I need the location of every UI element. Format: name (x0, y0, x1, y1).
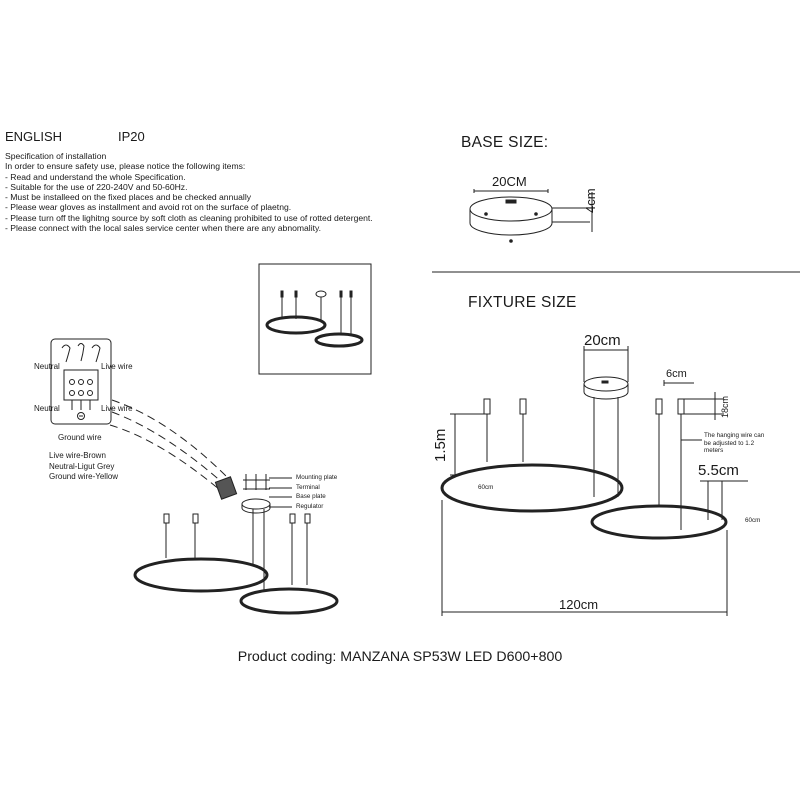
product-coding: Product coding: MANZANA SP53W LED D600+8… (237, 649, 563, 665)
base-size-heading: BASE SIZE: (461, 134, 549, 151)
spec-line: - Please connect with the local sales se… (5, 223, 322, 234)
spec-line: Specification of installation (5, 151, 107, 161)
base-height-label: 4cm (583, 188, 598, 213)
terminal-label: Terminal (296, 484, 320, 491)
neutral-label-top: Neutral (34, 362, 60, 371)
wiring-box (50, 338, 229, 491)
live-label-mid: Live wire (101, 404, 133, 413)
spec-line: - Please wear gloves as installment and … (5, 202, 292, 213)
ip-rating: IP20 (118, 129, 145, 144)
ground-label: Ground wire (58, 433, 102, 442)
regulator-label: Regulator (296, 503, 324, 510)
ring-label-right: 60cm (745, 517, 761, 524)
spec-line: - Read and understand the whole Specific… (5, 171, 186, 182)
language-label: ENGLISH (5, 129, 63, 144)
hanging-wire-note: The hanging wire can be adjusted to 1.2 … (704, 432, 765, 454)
ring-thickness-label: 5.5cm (698, 462, 739, 479)
neutral-label-mid: Neutral (34, 404, 60, 413)
spec-line: - Must be installeed on the fixed places… (5, 192, 252, 203)
canopy-width-label: 20cm (584, 332, 621, 349)
spec-line: In order to ensure safety use, please no… (5, 161, 246, 172)
fixture-drawing (440, 346, 748, 616)
ring-label-left: 60cm (478, 484, 494, 491)
base-plate-label: Base plate (296, 493, 326, 500)
base-drawing (469, 189, 593, 243)
installation-drawing (133, 474, 339, 615)
mounting-plate-label: Mounting plate (296, 474, 338, 481)
overall-width-label: 120cm (559, 597, 599, 612)
fixture-size-heading: FIXTURE SIZE (468, 294, 577, 311)
wire-color-legend: Live wire-Brown Neutral-Ligut Grey Groun… (49, 451, 119, 481)
spec-line: - Suitable for the use of 220-240V and 5… (5, 181, 188, 192)
cap-height-label: 18cm (720, 395, 730, 418)
drop-length-label: 1.5m (432, 428, 449, 462)
base-width-label: 20CM (492, 174, 527, 189)
spec-line: - Please turn off the lighitng source by… (5, 212, 373, 223)
reference-sketch (258, 263, 372, 375)
specification-text: Specification of installation In order t… (5, 151, 373, 233)
cap-width-label: 6cm (666, 368, 687, 380)
live-label-top: Live wire (101, 362, 133, 371)
